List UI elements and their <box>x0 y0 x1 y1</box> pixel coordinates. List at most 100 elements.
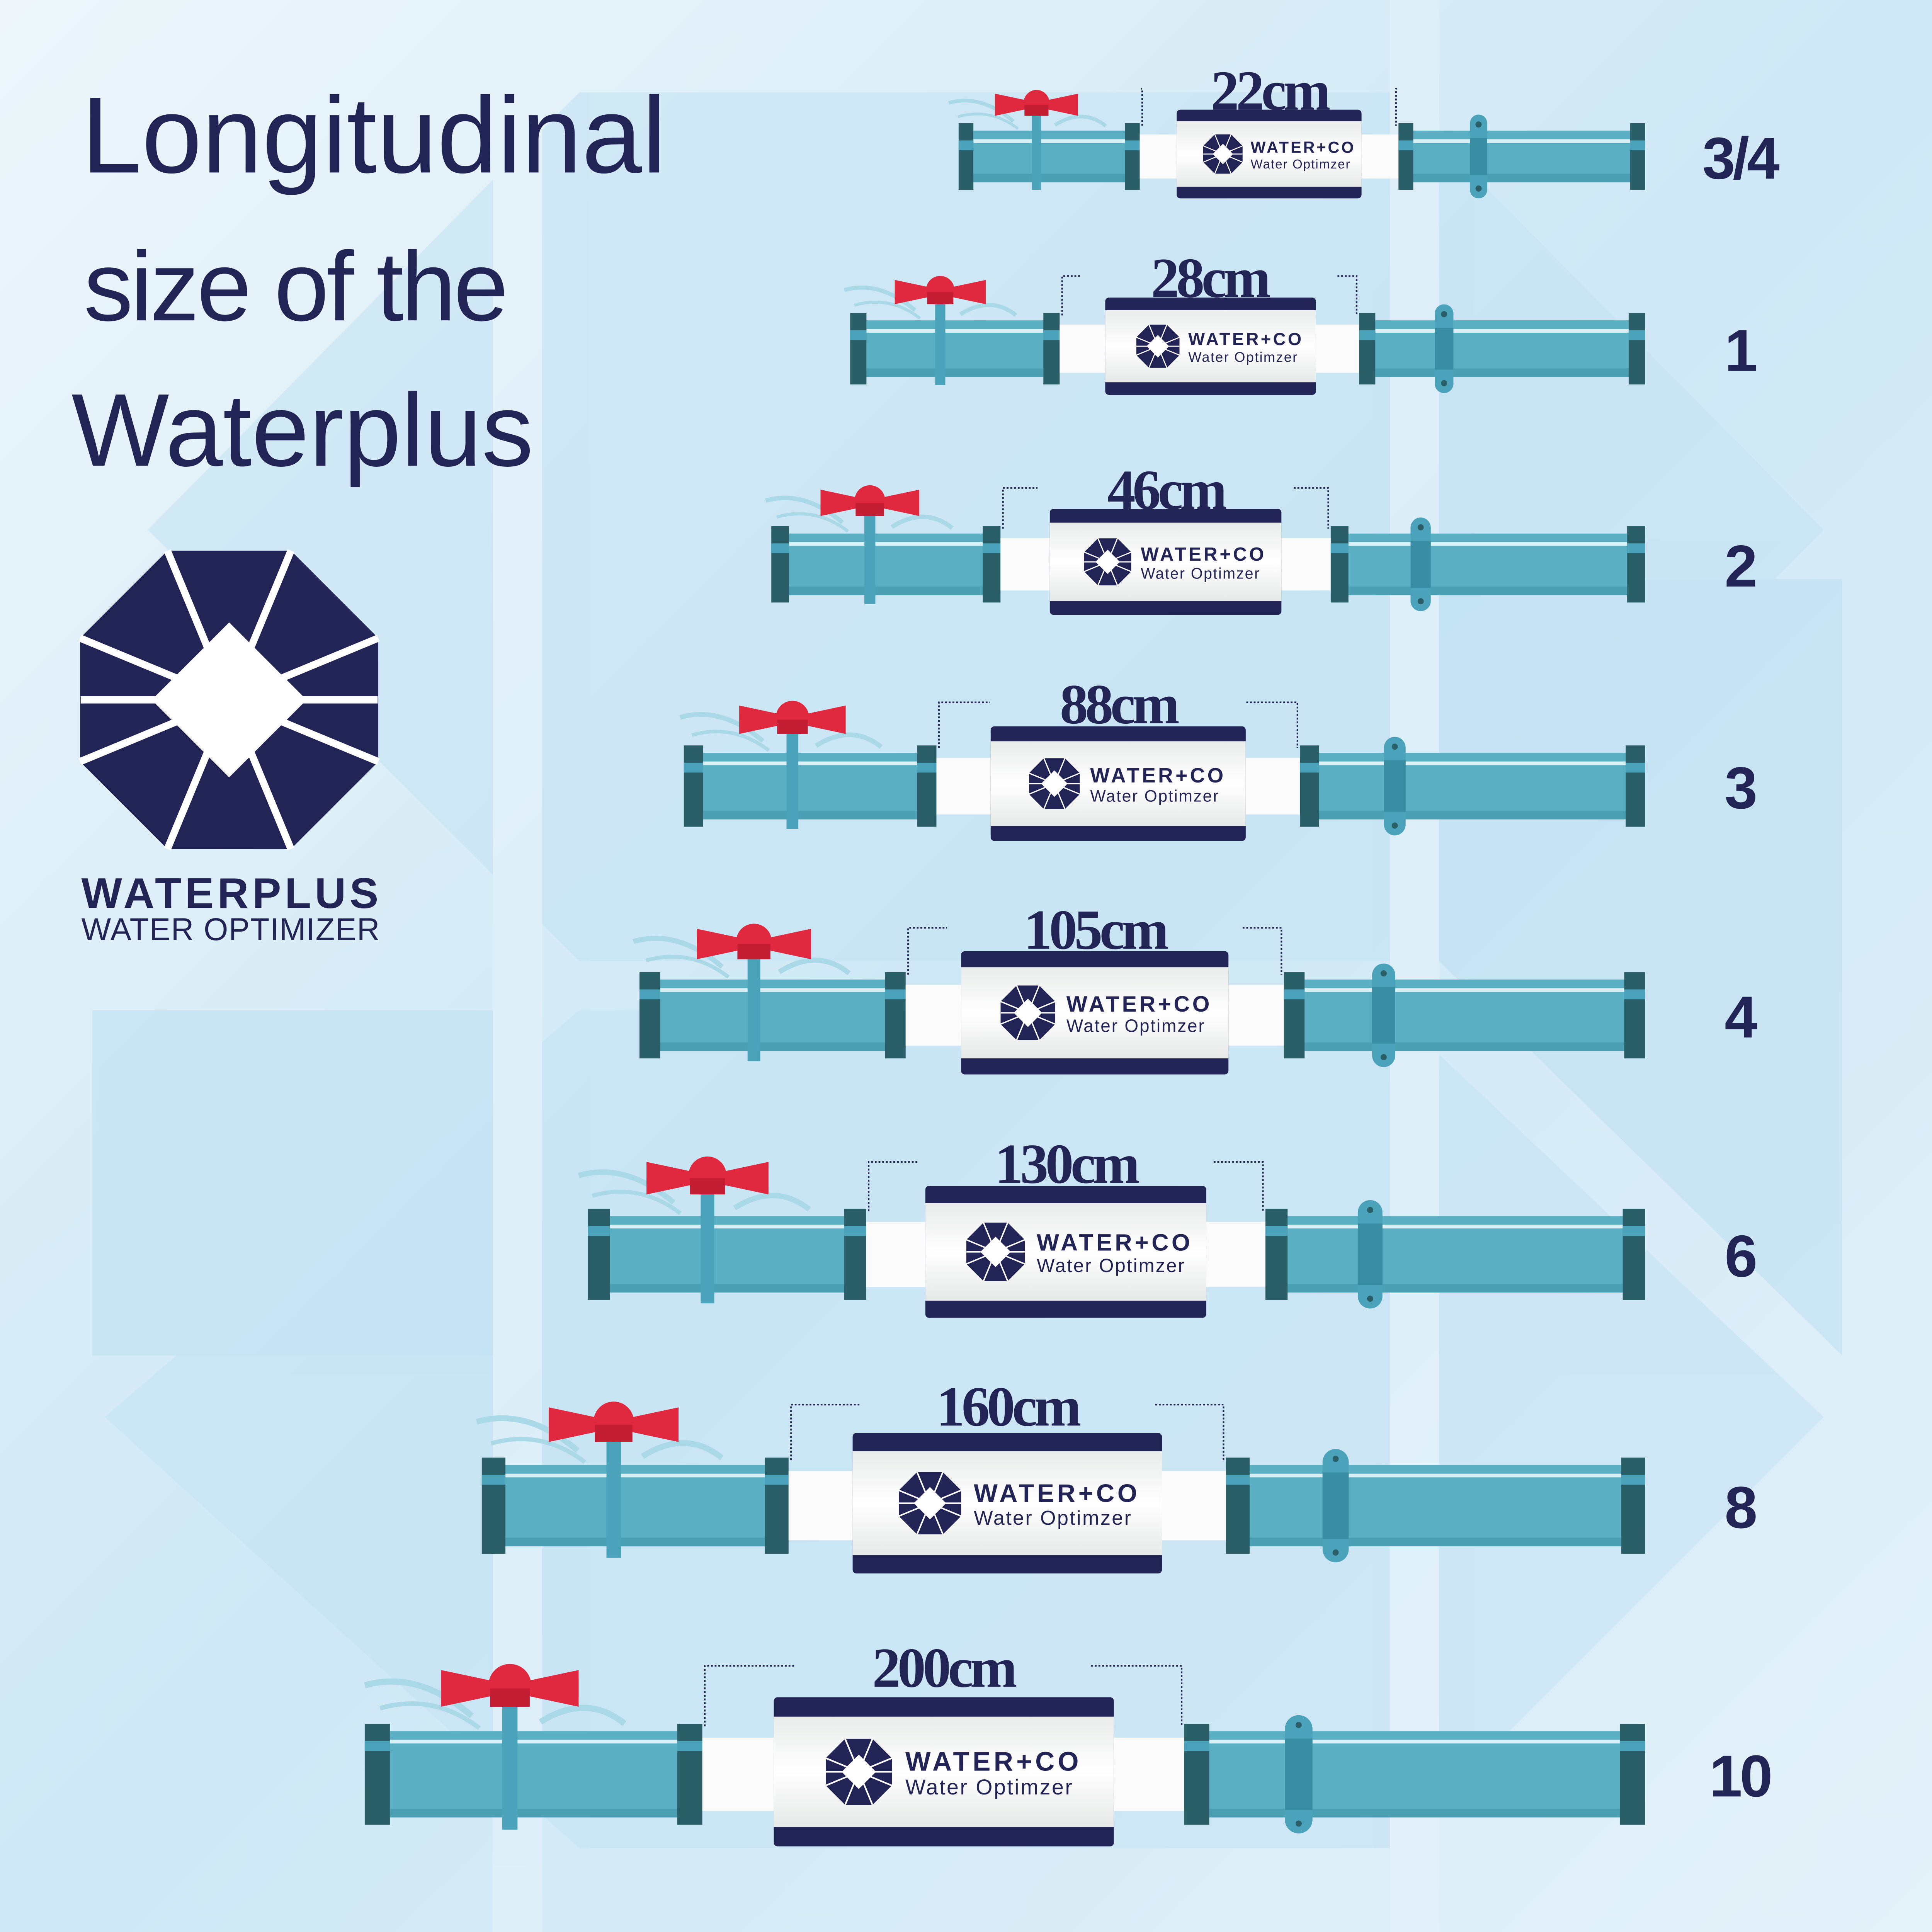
flange <box>1627 526 1645 603</box>
device-subtitle: Water Optimzer <box>1188 349 1298 365</box>
device-subtitle: Water Optimzer <box>1090 787 1219 805</box>
water-co-logo-icon <box>1029 758 1080 810</box>
inlet-pipe <box>481 1458 789 1554</box>
water-splash <box>765 495 844 524</box>
pipe-clamp <box>1358 1200 1383 1309</box>
flange <box>1626 745 1645 827</box>
connector <box>905 985 961 1046</box>
inlet-pipe <box>364 1724 702 1825</box>
flange <box>765 1458 789 1554</box>
connector <box>1228 985 1284 1046</box>
length-label: 46cm <box>1107 458 1226 521</box>
pipe-size-label: 3/4 <box>1702 125 1780 191</box>
outlet-pipe <box>1226 1449 1645 1563</box>
flange <box>364 1724 390 1825</box>
dimension-line-left <box>868 1161 918 1211</box>
connector <box>1060 325 1105 373</box>
valve-icon <box>476 1401 724 1558</box>
dimension-line-left <box>1141 88 1143 126</box>
flange <box>1621 1458 1645 1554</box>
flange <box>844 1209 866 1300</box>
outlet-pipe <box>1330 517 1645 611</box>
device-subtitle: Water Optimzer <box>905 1775 1073 1799</box>
dimension-line-right <box>1213 1161 1264 1211</box>
water-co-logo-icon <box>1084 538 1132 586</box>
pipe-size-label: 8 <box>1725 1475 1756 1541</box>
flange <box>1330 526 1349 603</box>
pipe-size-label: 1 <box>1725 318 1756 384</box>
flange <box>1265 1209 1288 1300</box>
dimension-line-left <box>790 1404 860 1460</box>
water-splash <box>948 99 1015 123</box>
water-co-logo-icon <box>966 1222 1025 1282</box>
flange <box>1184 1724 1209 1825</box>
flange <box>771 526 789 603</box>
connector <box>1114 1737 1184 1811</box>
flange <box>958 123 974 190</box>
pipe-clamp <box>1322 1449 1349 1563</box>
outlet-pipe <box>1184 1715 1645 1833</box>
inlet-pipe <box>684 745 937 827</box>
dimension-line-right <box>1246 701 1298 748</box>
dimension-line-right <box>1294 487 1329 529</box>
title-line-3: Waterplus <box>71 372 534 488</box>
valve-icon <box>844 276 1017 385</box>
water-splash <box>633 935 724 969</box>
water-co-logo-icon <box>898 1471 962 1535</box>
valve-icon <box>364 1664 627 1830</box>
device-brand: WATER+CO <box>1037 1230 1193 1256</box>
length-label: 160cm <box>936 1375 1080 1438</box>
valve-icon <box>948 90 1107 190</box>
device-brand: WATER+CO <box>1250 138 1355 156</box>
length-label: 200cm <box>872 1636 1016 1699</box>
flange <box>1284 972 1305 1059</box>
flange <box>1630 123 1645 190</box>
flange <box>1125 123 1140 190</box>
logo-tagline: WATER OPTIMIZER <box>81 912 380 947</box>
inlet-pipe <box>850 313 1060 384</box>
inlet-pipe <box>588 1209 866 1300</box>
flange <box>1226 1458 1250 1554</box>
connector <box>1316 325 1359 373</box>
flange <box>1359 313 1376 384</box>
dimension-line-right <box>1337 275 1357 316</box>
outlet-pipe <box>1265 1200 1645 1309</box>
logo-diamond <box>842 1755 876 1789</box>
connector <box>702 1737 774 1811</box>
title-line-1: Longitudinal <box>81 75 666 196</box>
pipe-clamp <box>1285 1715 1313 1833</box>
pipe-clamp <box>1372 963 1395 1067</box>
water-splash <box>679 712 765 743</box>
device-brand: WATER+CO <box>1141 544 1266 565</box>
dimension-line-left <box>704 1665 796 1726</box>
pipe-size-label: 4 <box>1725 984 1757 1050</box>
connector <box>936 758 991 815</box>
length-label: 130cm <box>995 1132 1139 1195</box>
outlet-pipe <box>1300 736 1645 835</box>
dimension-line-right <box>1091 1665 1183 1726</box>
waterplus-octagon-icon <box>78 549 380 850</box>
flange <box>1622 1209 1645 1300</box>
flange <box>885 972 906 1059</box>
pipe-size-label: 3 <box>1725 755 1755 821</box>
title-line-2: size of the <box>84 231 506 342</box>
valve-icon <box>578 1156 811 1304</box>
valve-icon <box>765 485 954 604</box>
inlet-pipe <box>958 123 1140 190</box>
device-subtitle: Water Optimzer <box>1066 1016 1206 1036</box>
flange <box>1624 972 1645 1059</box>
length-label: 22cm <box>1211 59 1330 122</box>
connector <box>1206 1222 1265 1287</box>
inlet-pipe <box>639 972 906 1059</box>
